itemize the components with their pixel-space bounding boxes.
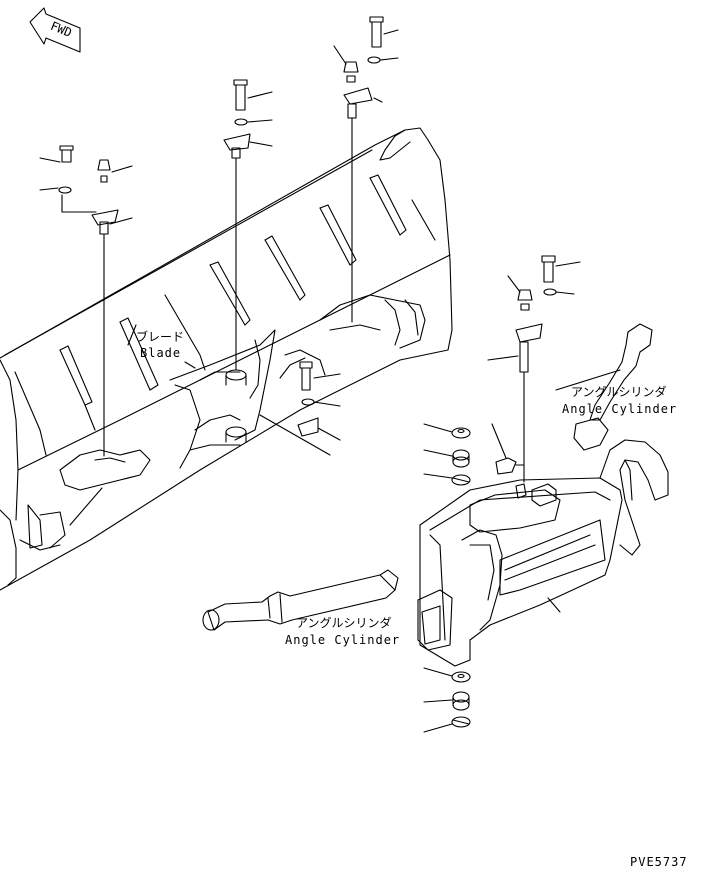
- grease-fitting-center: [223, 79, 273, 371]
- bolt-center: [259, 357, 341, 456]
- angle-cylinder-left: [202, 569, 399, 631]
- fwd-label: FWD: [48, 19, 73, 40]
- fitting-elbow: [491, 423, 525, 475]
- leader-line: [127, 324, 137, 346]
- washer-stack-upper: [423, 423, 471, 486]
- grease-fitting-top: [333, 16, 399, 323]
- angle-cylinder-left-label-en: Angle Cylinder: [285, 633, 401, 647]
- angle-cylinder-right: [573, 323, 653, 451]
- grease-fitting-right: [487, 255, 581, 483]
- fwd-arrow-icon: FWD: [29, 7, 81, 53]
- blade-label-jp: ブレード: [136, 330, 185, 344]
- leader-line: [555, 369, 621, 391]
- grease-fitting-left: [39, 145, 133, 457]
- blade: [0, 127, 453, 591]
- frame-bracket: [417, 439, 669, 667]
- drawing-code: PVE5737: [630, 855, 688, 869]
- angle-cylinder-right-label-en: Angle Cylinder: [562, 402, 678, 416]
- leader-line: [69, 487, 103, 526]
- angle-cylinder-right-label-jp: アングルシリンダ: [571, 385, 667, 399]
- leader-line: [184, 361, 196, 369]
- angle-cylinder-left-label-jp: アングルシリンダ: [296, 616, 392, 630]
- blade-label-en: Blade: [140, 346, 182, 360]
- washer-stack-lower: [423, 667, 471, 733]
